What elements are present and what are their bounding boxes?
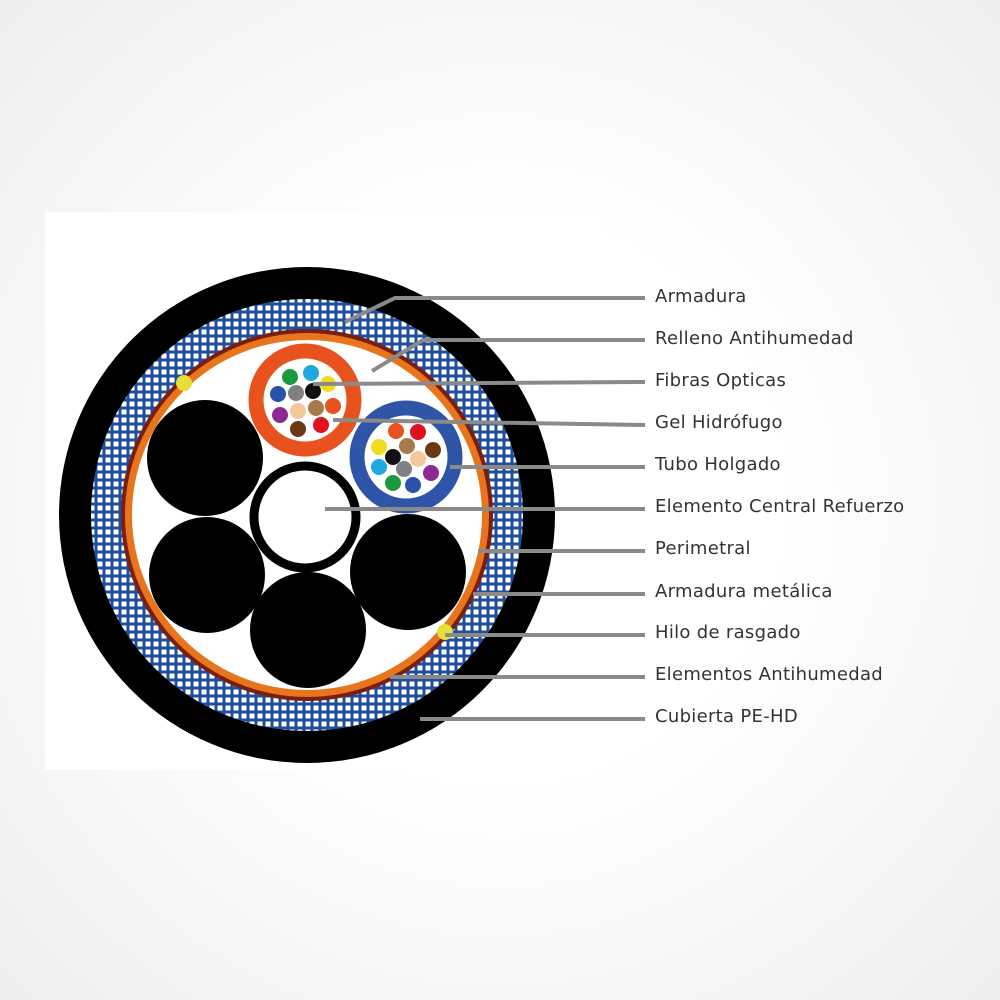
optical-fiber [288,385,304,401]
optical-fiber [270,386,286,402]
optical-fiber [290,421,306,437]
label-gel-hidrofugo: Gel Hidrófugo [655,412,783,433]
label-elemento-central: Elemento Central Refuerzo [655,496,905,517]
optical-fiber [313,417,329,433]
leader-line [312,380,646,386]
leader-line [344,296,645,324]
optical-fiber [272,407,288,423]
optical-fiber [423,465,439,481]
rip-cord [437,624,453,640]
label-armadura: Armadura [655,286,747,307]
optical-fiber [308,400,324,416]
optical-fiber [385,449,401,465]
loose-tube-orange [248,343,362,457]
optical-fiber [388,423,404,439]
loose-tube-blue [349,400,463,514]
label-cubierta: Cubierta PE-HD [655,706,799,727]
optical-fiber [410,424,426,440]
label-fibras-opticas: Fibras Opticas [655,370,787,391]
filler-element [350,514,466,630]
optical-fiber [371,439,387,455]
filler-element [147,400,263,516]
optical-fiber [405,477,421,493]
central-strength-member [249,461,361,573]
rip-cord [176,375,192,391]
label-relleno-antihumedad: Relleno Antihumedad [655,328,854,349]
leader-line [332,418,646,427]
filler-element [250,572,366,688]
leader-line [370,338,645,373]
optical-fiber [282,369,298,385]
label-hilo-de-rasgado: Hilo de rasgado [655,622,801,643]
label-perimetral: Perimetral [655,538,751,559]
optical-fiber [305,383,321,399]
optical-fiber [399,438,415,454]
label-armadura-metalica: Armadura metálica [655,581,833,602]
optical-fiber [425,442,441,458]
optical-fiber [396,461,412,477]
filler-element [149,517,265,633]
optical-fiber [385,475,401,491]
optical-fiber [371,459,387,475]
optical-fiber [290,403,306,419]
optical-fiber [303,365,319,381]
label-elementos-antihumedad: Elementos Antihumedad [655,664,884,685]
optical-fiber [410,451,426,467]
optical-fiber [325,398,341,414]
label-tubo-holgado: Tubo Holgado [655,454,781,475]
